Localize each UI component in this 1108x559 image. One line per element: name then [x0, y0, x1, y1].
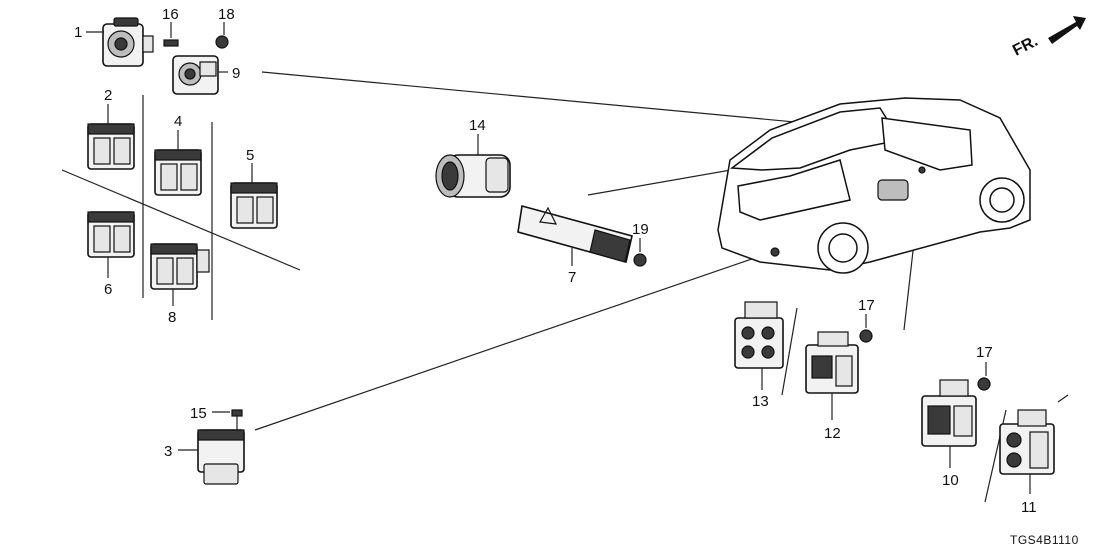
part-1-mirror-switch — [86, 17, 154, 67]
callout-17-a: 17 — [858, 297, 875, 314]
callout-numbers: 1 16 18 9 2 4 5 6 8 14 7 19 15 3 13 12 1… — [74, 6, 1037, 516]
divider-lines — [61, 71, 1069, 503]
front-direction-label: FR. — [1010, 33, 1041, 60]
callout-4: 4 — [174, 113, 182, 130]
part-14-start-switch — [435, 134, 511, 198]
part-6-switch — [87, 211, 135, 278]
part-8-switch — [150, 243, 210, 306]
part-4-switch — [154, 130, 202, 196]
part-3-switch — [178, 429, 245, 485]
part-17-clip-a — [859, 314, 873, 343]
callout-1: 1 — [74, 24, 82, 41]
front-direction-arrow: FR. — [1010, 16, 1086, 60]
callout-3: 3 — [164, 443, 172, 460]
callout-15: 15 — [190, 405, 207, 422]
callout-5: 5 — [246, 147, 254, 164]
callout-18: 18 — [218, 6, 235, 23]
callout-10: 10 — [942, 472, 959, 489]
callout-8: 8 — [168, 309, 176, 326]
callout-9: 9 — [232, 65, 240, 82]
part-10-switch — [921, 379, 977, 468]
part-17-clip-b — [977, 362, 991, 391]
vehicle-illustration — [717, 97, 1031, 274]
part-15-screw — [212, 409, 243, 430]
callout-11: 11 — [1021, 499, 1037, 516]
part-11-switch — [999, 409, 1055, 494]
part-19-clip — [633, 238, 647, 267]
part-5-switch — [230, 163, 278, 229]
part-9-switch — [172, 55, 228, 95]
callout-7: 7 — [568, 269, 576, 286]
callout-16: 16 — [162, 6, 179, 23]
callout-6: 6 — [104, 281, 112, 298]
callout-14: 14 — [469, 117, 486, 134]
part-13-switch — [734, 301, 784, 390]
callout-13: 13 — [752, 393, 769, 410]
part-2-switch — [87, 104, 135, 170]
callout-2: 2 — [104, 87, 112, 104]
callout-12: 12 — [824, 425, 841, 442]
drawing-code: TGS4B1110 — [1010, 533, 1079, 547]
callout-17-b: 17 — [976, 344, 993, 361]
part-7-hazard-panel — [517, 204, 633, 266]
part-18-clip — [215, 22, 229, 49]
callout-19: 19 — [632, 221, 649, 238]
part-16-screw — [163, 22, 179, 47]
part-12-switch — [805, 331, 859, 420]
